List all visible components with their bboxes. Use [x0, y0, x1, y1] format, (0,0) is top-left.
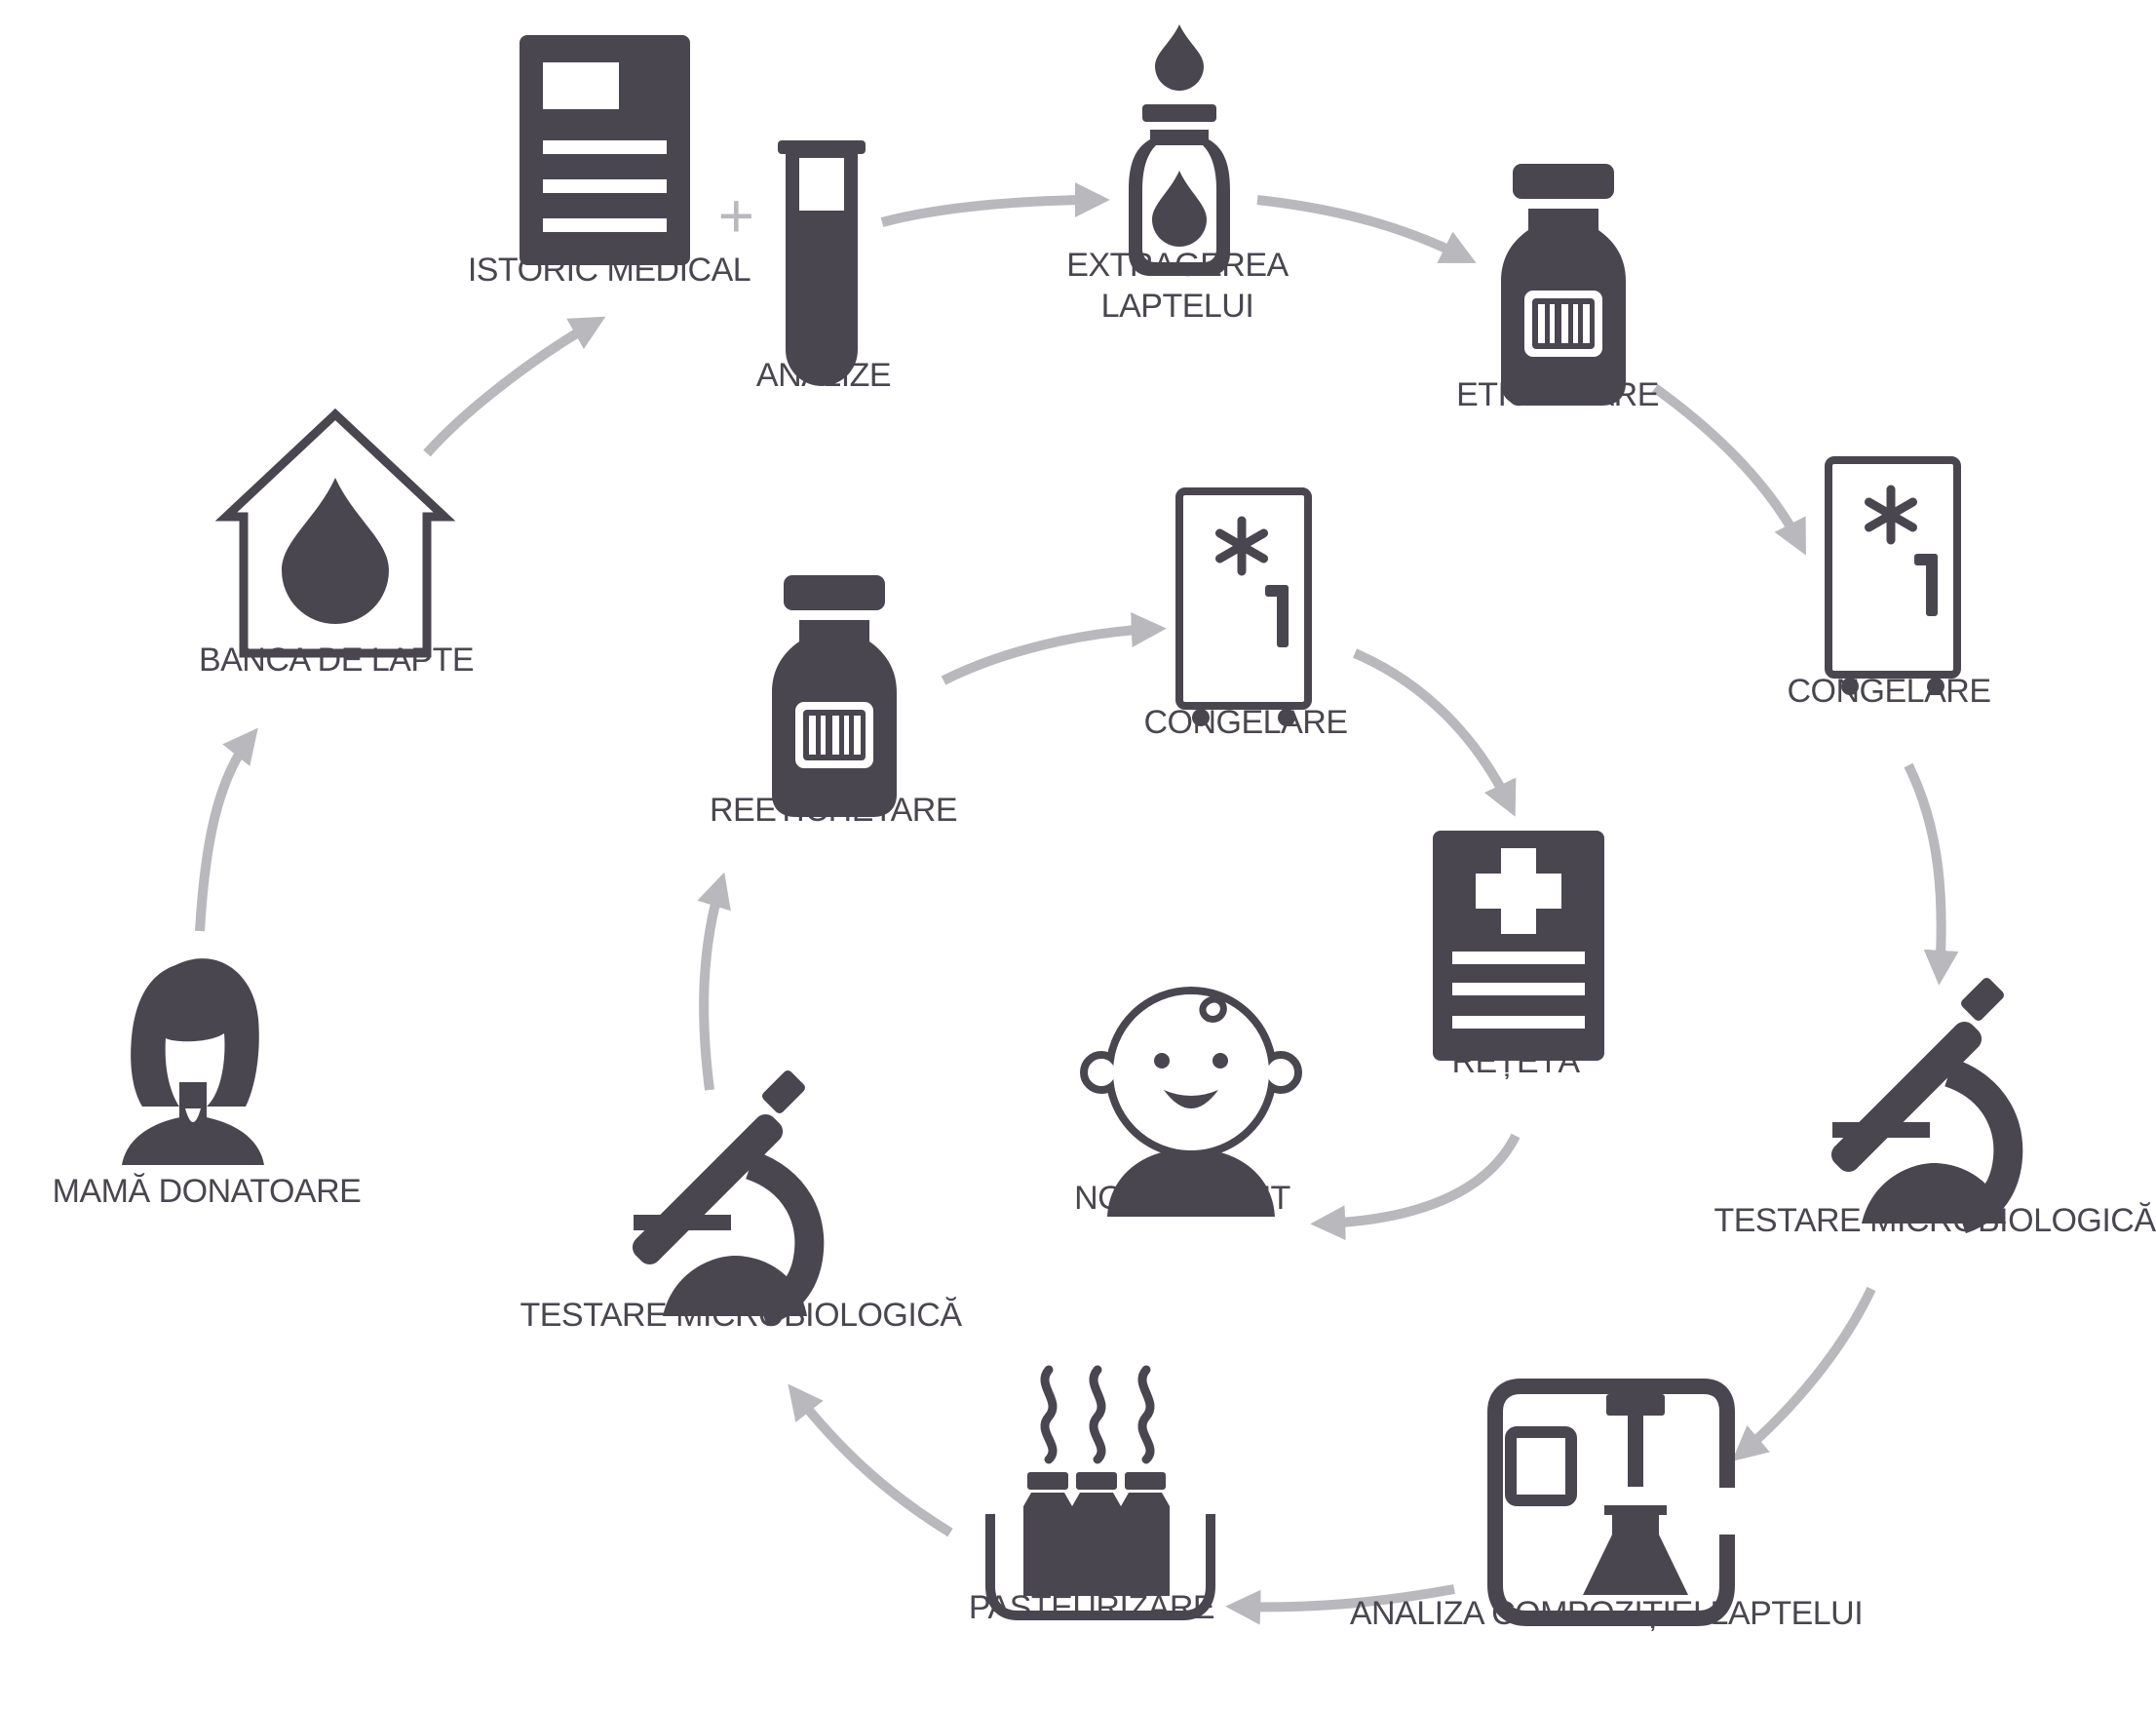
arrow-extragerea-to-etichetare	[1256, 195, 1477, 263]
step-label-nou: NOU-NĂSCUT	[1074, 1178, 1290, 1219]
arrow-congelare1-to-testare1	[1904, 762, 1959, 986]
step-label-line: REȚETĂ	[1451, 1043, 1580, 1080]
step-label-line: LAPTELUI	[1100, 288, 1254, 325]
step-label-line: PASTEURIZARE	[968, 1589, 1215, 1626]
step-label-banca: BANCA DE LAPTE	[198, 640, 475, 680]
test-tube-icon	[778, 140, 866, 386]
step-label-line: EXTRAGEREA	[1066, 247, 1289, 284]
arrow-analize-to-extragerea	[880, 182, 1110, 227]
step-label-testare2: TESTARE MICROBIOLOGICĂ	[520, 1295, 962, 1336]
step-label-line: TESTARE MICROBIOLOGICĂ	[520, 1297, 962, 1334]
step-label-line: TESTARE MICROBIOLOGICĂ	[1713, 1202, 2156, 1239]
step-label-line: REETICHETARE	[709, 792, 958, 829]
arrow-testare2-to-reetichetare	[697, 872, 731, 1091]
woman-icon	[122, 958, 264, 1165]
pasteurizer-icon	[985, 1365, 1215, 1620]
step-label-line: ETICHETARE	[1456, 376, 1659, 413]
step-label-testare1: TESTARE MICROBIOLOGICĂ	[1713, 1200, 2156, 1241]
freezer-icon	[1825, 456, 1961, 695]
house-drop-icon	[214, 408, 456, 658]
microscope-icon	[632, 1070, 825, 1327]
arrow-testare1-to-analiza	[1731, 1286, 1876, 1462]
arrow-reteta-to-nou	[1310, 1133, 1521, 1241]
step-label-extragerea: EXTRAGEREA LAPTELUI	[1066, 245, 1289, 327]
document-icon	[520, 35, 690, 265]
step-label-line: NOU-NĂSCUT	[1074, 1180, 1290, 1217]
step-label-line: ISTORIC MEDICAL	[467, 252, 751, 289]
step-label-line: MAMĂ DONATOARE	[52, 1173, 362, 1210]
arrow-reetichetare-to-congelare2	[941, 612, 1167, 685]
step-label-line: ANALIZE	[755, 357, 892, 394]
freezer-icon	[1175, 487, 1312, 726]
arrow-layer	[195, 182, 1959, 1625]
microscope-icon	[1830, 978, 2023, 1234]
step-label-analize: ANALIZE	[755, 355, 892, 396]
step-label-mama: MAMĂ DONATOARE	[53, 1171, 362, 1212]
arrow-banca-to-istoric	[423, 316, 606, 457]
barcode-bottle-icon	[1501, 164, 1626, 406]
step-label-line: CONGELARE	[1143, 704, 1349, 741]
step-label-line: ANALIZA COMPOZIȚIEI LAPTELUI	[1349, 1595, 1864, 1632]
prescription-icon	[1433, 831, 1604, 1061]
step-label-reetichetare: REETICHETARE	[709, 790, 958, 831]
step-label-pasteurizare: PASTEURIZARE	[968, 1587, 1215, 1628]
arrow-congelare2-to-reteta	[1353, 648, 1517, 817]
plus-sign: +	[717, 180, 754, 251]
step-label-line: CONGELARE	[1787, 673, 1992, 710]
arrow-pasteurizare-to-testare2	[788, 1383, 953, 1537]
barcode-bottle-icon	[772, 575, 897, 817]
arrow-mama-to-banca	[195, 727, 258, 932]
arrow-etichetare-to-congelare1	[1652, 383, 1806, 556]
step-label-congelare1: CONGELARE	[1787, 671, 1992, 712]
step-label-etichetare: ETICHETARE	[1456, 374, 1659, 415]
baby-icon	[1080, 987, 1302, 1217]
step-label-reteta: REȚETĂ	[1451, 1041, 1580, 1082]
icon-layer	[122, 24, 2023, 1626]
step-label-analiza: ANALIZA COMPOZIȚIEI LAPTELUI	[1349, 1593, 1864, 1634]
step-label-congelare2: CONGELARE	[1143, 702, 1349, 743]
step-label-line: BANCA DE LAPTE	[198, 641, 475, 679]
milk-bottle-drop-icon	[1129, 24, 1230, 276]
arrow-analiza-to-pasteurizare	[1225, 1584, 1455, 1625]
analyzer-flask-icon	[1487, 1379, 1735, 1626]
step-label-istoric: ISTORIC MEDICAL	[468, 250, 751, 291]
